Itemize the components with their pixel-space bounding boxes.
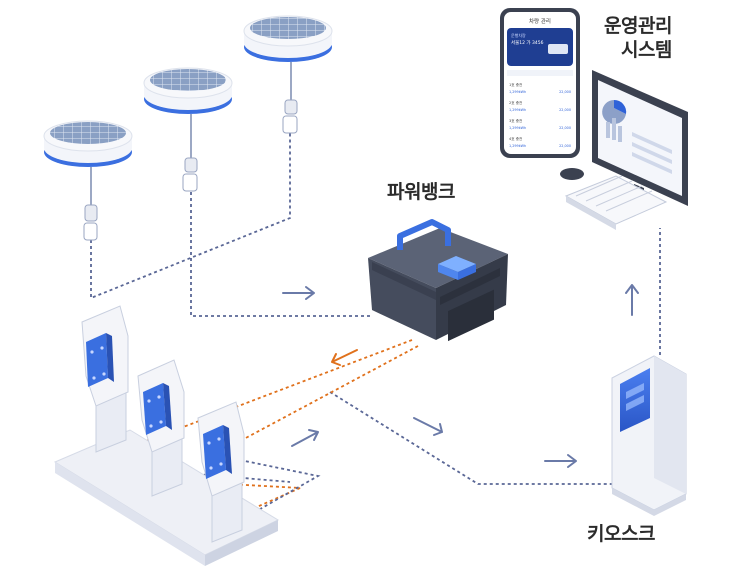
- phone-row-4-v1: 1,299kWh: [509, 144, 526, 148]
- phone-rows: 1호 충전 1,299kWh 22,000 2호 충전 1,299kWh 22,…: [509, 82, 571, 148]
- kiosk-label: 키오스크: [587, 523, 655, 545]
- phone-row-2-name: 2호 충전: [509, 100, 522, 105]
- phone-row-3-name: 3호 충전: [509, 118, 522, 123]
- flow-arrows: [282, 284, 639, 468]
- phone-row-2-v2: 22,000: [559, 108, 571, 112]
- operations-system-label-line2: 시스템: [620, 39, 672, 61]
- phone-row-1-v1: 1,299kWh: [509, 90, 526, 94]
- phone-row-2-v1: 1,299kWh: [509, 108, 526, 112]
- arrow-diagonal-up-right-icon: [291, 429, 319, 447]
- phone-row-1-v2: 22,000: [559, 90, 571, 94]
- charging-station-2: [137, 359, 185, 497]
- operations-monitor: [560, 70, 688, 230]
- powerbank-label: 파워뱅크: [387, 181, 455, 203]
- solar-panel-left: [43, 120, 133, 241]
- powerbank-handle: [397, 219, 451, 250]
- solar-panel-right: [243, 15, 333, 134]
- phone-row-4-name: 4호 충전: [509, 136, 522, 141]
- phone-title: 차량 관리: [529, 17, 551, 25]
- phone-row-1-name: 1호 충전: [509, 82, 522, 87]
- phone-card-line1: 운행차량: [511, 32, 526, 38]
- powerbank-to-kiosk-line: [329, 391, 622, 485]
- charging-station-3: [197, 401, 245, 543]
- station-orange-3: [227, 483, 301, 511]
- operations-system-label-line1: 운영관리: [604, 15, 672, 37]
- phone-row-4-v2: 22,000: [559, 144, 571, 148]
- arrow-diagonal-down-right-icon: [413, 417, 443, 436]
- phone-card-line2: 서울12 가 3456: [511, 39, 544, 46]
- solar-to-powerbank-line-2: [190, 192, 372, 317]
- arrow-up-icon: [625, 284, 639, 316]
- arrow-right-icon-2: [544, 454, 577, 468]
- phone-row-3-v1: 1,299kWh: [509, 126, 526, 130]
- phone-row-3-v2: 22,000: [559, 126, 571, 130]
- kiosk-device: [611, 355, 687, 516]
- arrow-right-icon: [282, 286, 315, 300]
- solar-panel-middle: [143, 67, 233, 192]
- mobile-phone: 차량 관리 운행차량 서울12 가 3456 1호 충전 1,299kWh 22…: [500, 8, 580, 158]
- powerbank-box: [368, 219, 508, 342]
- operations-system-label: 운영관리 시스템: [604, 14, 672, 62]
- arrow-left-orange-icon: [331, 349, 358, 366]
- station-blue-1: [239, 459, 321, 517]
- charging-station-1: [81, 305, 129, 453]
